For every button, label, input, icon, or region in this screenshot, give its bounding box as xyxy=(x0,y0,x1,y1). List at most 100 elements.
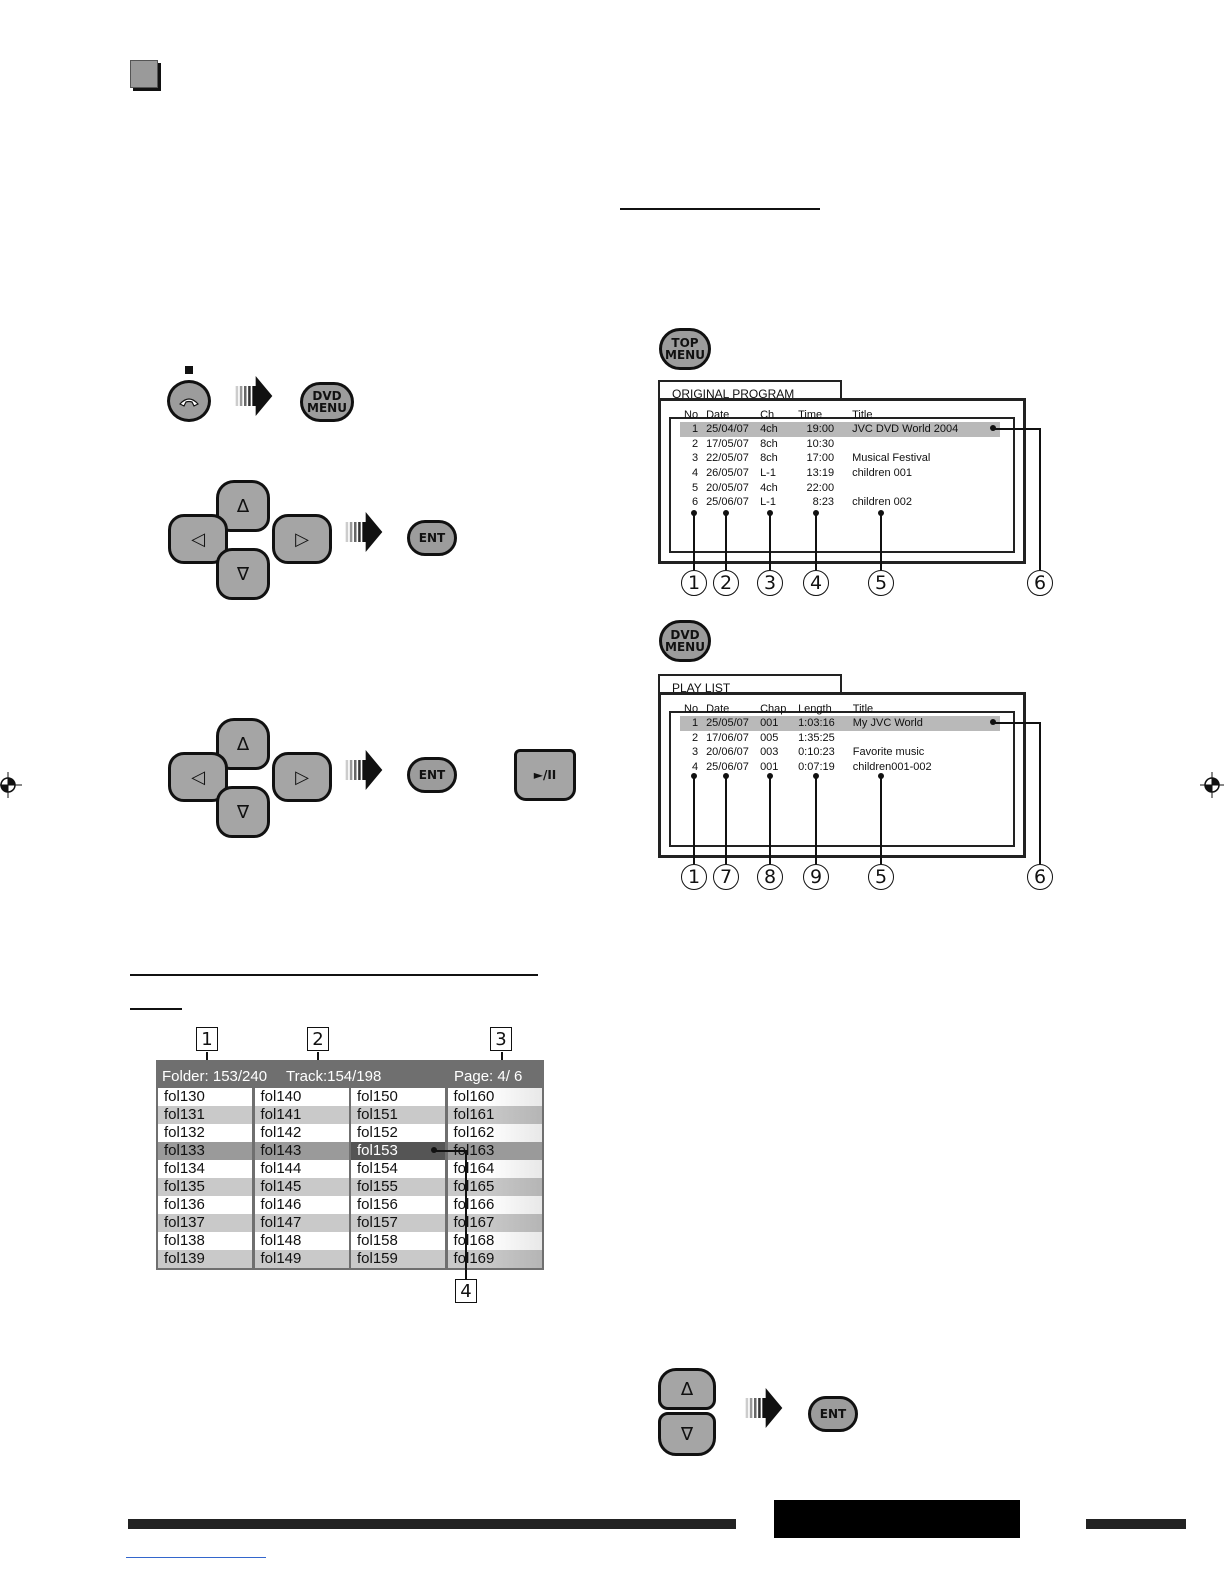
folder-item[interactable]: fol136 xyxy=(158,1196,252,1214)
folder-item[interactable]: fol150 xyxy=(351,1088,445,1106)
table-cell: 6 xyxy=(691,496,699,509)
folder-item[interactable]: fol138 xyxy=(158,1232,252,1250)
footer-link-rule xyxy=(126,1557,266,1558)
folder-item[interactable]: fol135 xyxy=(158,1178,252,1196)
ent-button[interactable]: ENT xyxy=(407,757,457,793)
table-cell: 22/05/07 xyxy=(706,452,749,465)
folder-item[interactable]: fol166 xyxy=(447,1196,542,1214)
folder-item[interactable]: fol152 xyxy=(351,1124,445,1142)
folder-item[interactable]: fol157 xyxy=(351,1214,445,1232)
folder-item[interactable]: fol149 xyxy=(254,1250,349,1268)
folder-item[interactable]: fol148 xyxy=(254,1232,349,1250)
original-program-tab: ORIGINAL PROGRAM xyxy=(658,380,842,403)
folder-item[interactable]: fol143 xyxy=(254,1142,349,1160)
folder-item[interactable]: fol130 xyxy=(158,1088,252,1106)
col-title: Title xyxy=(852,702,874,715)
leader-line xyxy=(880,513,882,570)
folder-item[interactable]: fol146 xyxy=(254,1196,349,1214)
down-key[interactable]: ∇ xyxy=(658,1412,716,1456)
folder-item[interactable]: fol169 xyxy=(447,1250,542,1268)
folder-item[interactable]: fol133 xyxy=(158,1142,252,1160)
table-cell: 3 xyxy=(691,452,699,465)
folder-item[interactable]: fol158 xyxy=(351,1232,445,1250)
table-cell: 2 xyxy=(691,437,699,450)
table-cell: 0:07:19 xyxy=(798,761,835,774)
original-program-tab-label: ORIGINAL PROGRAM xyxy=(672,387,795,401)
callout-3: 3 xyxy=(490,1027,512,1051)
folder-item[interactable]: fol147 xyxy=(254,1214,349,1232)
folder-item[interactable]: fol165 xyxy=(447,1178,542,1196)
stop-button[interactable] xyxy=(167,380,211,422)
folder-item[interactable]: fol163 xyxy=(447,1142,542,1160)
right-arrow-icon: ▷ xyxy=(295,766,309,788)
folder-item[interactable]: fol141 xyxy=(254,1106,349,1124)
table-cell: 4ch xyxy=(756,422,795,437)
right-key[interactable]: ▷ xyxy=(272,514,332,564)
ent-button[interactable]: ENT xyxy=(808,1396,858,1432)
folder-item[interactable]: fol161 xyxy=(447,1106,542,1124)
leader-line xyxy=(434,1150,466,1152)
up-arrow-icon: ∆ xyxy=(680,1378,694,1400)
ent-button[interactable]: ENT xyxy=(407,520,457,556)
folder-item[interactable]: fol156 xyxy=(351,1196,445,1214)
table-cell: 2 xyxy=(691,731,699,744)
leader-line xyxy=(317,1052,319,1064)
ent-label: ENT xyxy=(418,768,446,782)
right-key[interactable]: ▷ xyxy=(272,752,332,802)
folder-item[interactable]: fol164 xyxy=(447,1160,542,1178)
down-key[interactable]: ∇ xyxy=(216,786,270,838)
folder-item[interactable]: fol167 xyxy=(447,1214,542,1232)
top-menu-button[interactable]: TOP MENU xyxy=(659,328,711,370)
folder-item[interactable]: fol131 xyxy=(158,1106,252,1124)
callout-9: 9 xyxy=(803,864,829,890)
table-cell: children001-002 xyxy=(852,761,932,774)
folder-item[interactable]: fol151 xyxy=(351,1106,445,1124)
folder-item[interactable]: fol134 xyxy=(158,1160,252,1178)
col-length: Length xyxy=(798,702,832,715)
folder-item[interactable]: fol145 xyxy=(254,1178,349,1196)
folder-item[interactable]: fol154 xyxy=(351,1160,445,1178)
table-cell: L-1 xyxy=(760,467,776,480)
table-cell xyxy=(849,731,1000,746)
play-pause-button[interactable]: ►/II xyxy=(514,749,576,801)
left-key[interactable]: ◁ xyxy=(168,514,228,564)
table-cell: 1:03:16 xyxy=(794,716,849,731)
arrow-icon xyxy=(345,512,383,552)
dvd-menu-label-2: MENU xyxy=(307,401,347,415)
folder-item[interactable]: fol160 xyxy=(447,1088,542,1106)
table-cell: 5 xyxy=(691,481,699,494)
folder-item[interactable]: fol144 xyxy=(254,1160,349,1178)
col-title: Title xyxy=(852,408,873,421)
left-key[interactable]: ◁ xyxy=(168,752,228,802)
folder-item[interactable]: fol139 xyxy=(158,1250,252,1268)
callout-6: 6 xyxy=(1027,864,1053,890)
leader-line xyxy=(693,513,695,570)
folder-item[interactable]: fol142 xyxy=(254,1124,349,1142)
folder-item[interactable]: fol159 xyxy=(351,1250,445,1268)
folder-item[interactable]: fol137 xyxy=(158,1214,252,1232)
folder-item[interactable]: fol140 xyxy=(254,1088,349,1106)
folder-item[interactable]: fol162 xyxy=(447,1124,542,1142)
dvd-menu-button[interactable]: DVD MENU xyxy=(300,382,354,422)
dvd-menu-button[interactable]: DVD MENU xyxy=(659,620,711,662)
folder-item[interactable]: fol168 xyxy=(447,1232,542,1250)
down-key[interactable]: ∇ xyxy=(216,548,270,600)
folder-item[interactable]: fol153 xyxy=(351,1142,445,1160)
folder-item[interactable]: fol132 xyxy=(158,1124,252,1142)
up-key[interactable]: ∆ xyxy=(658,1368,716,1410)
folder-item[interactable]: fol155 xyxy=(351,1178,445,1196)
